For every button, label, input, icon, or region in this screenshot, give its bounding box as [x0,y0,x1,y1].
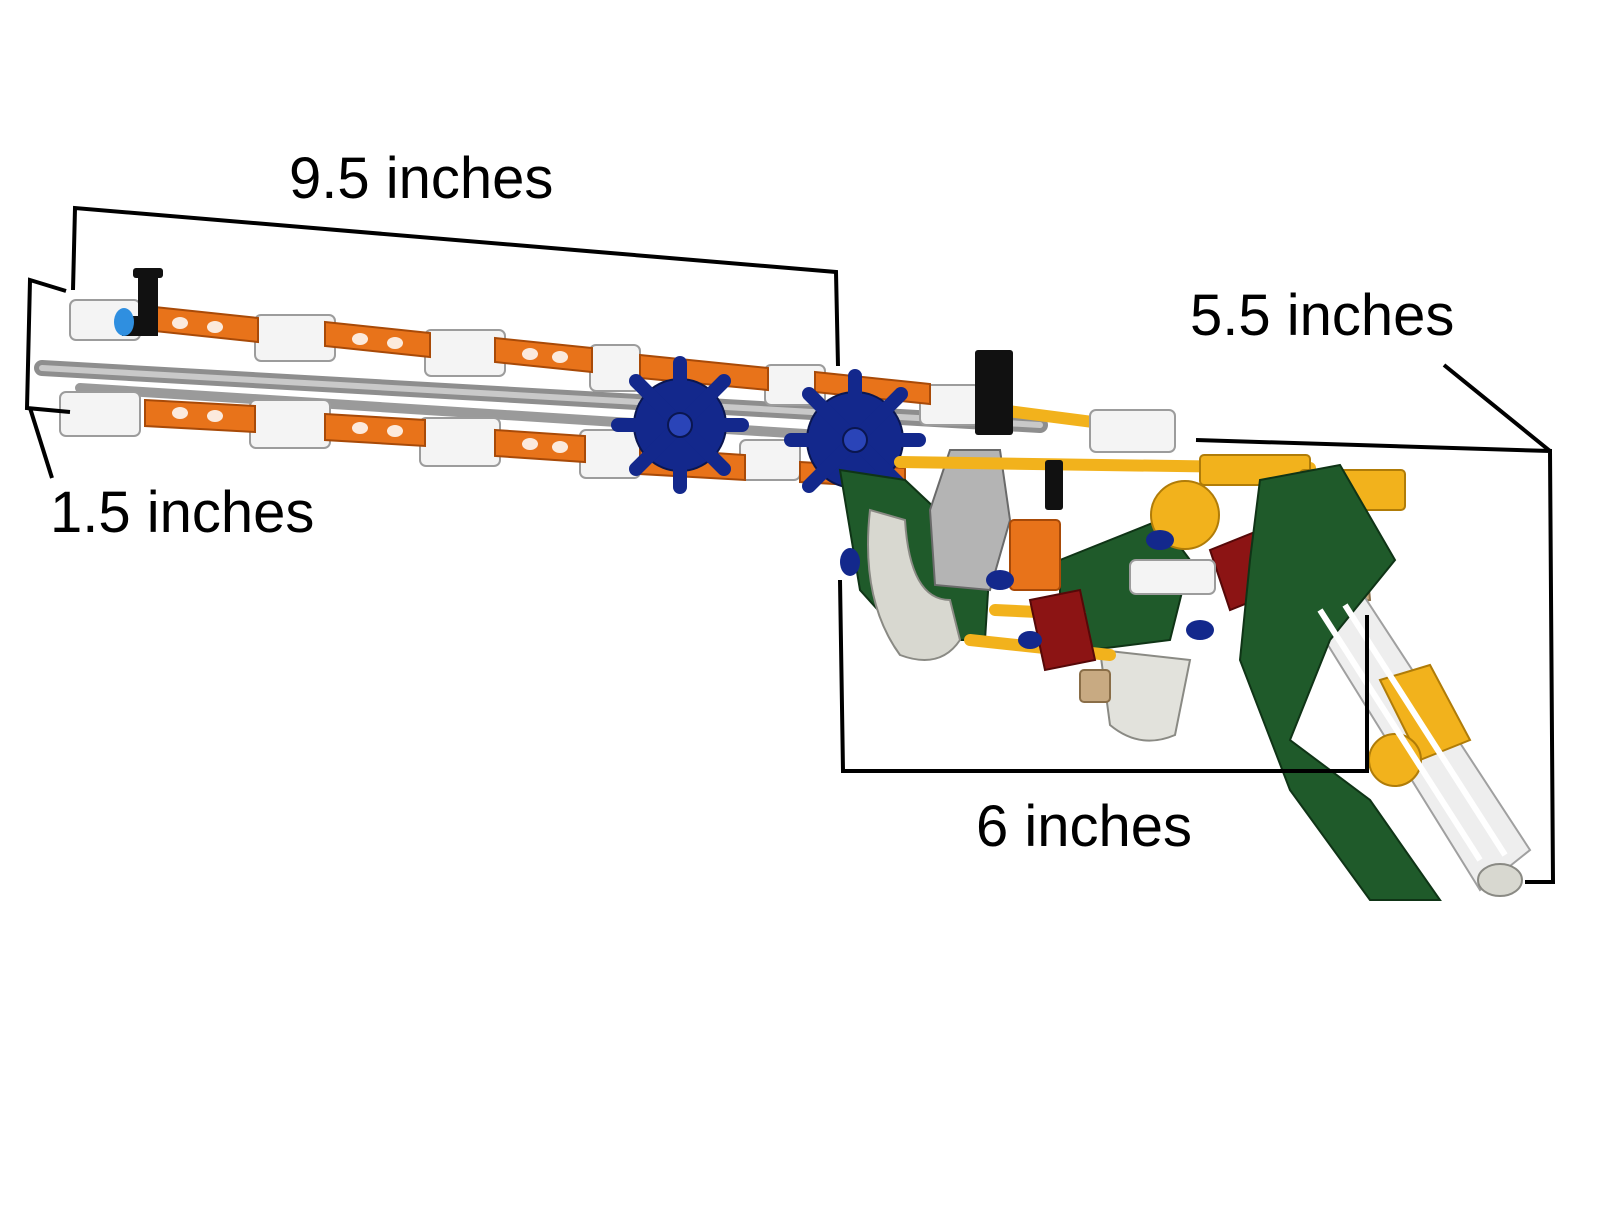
navy-wheel-connectors [611,356,926,511]
front-sight [114,268,163,336]
dim-barrel-height-leader [28,407,54,479]
orange-receiver-block [1009,519,1061,591]
grip-white-stripes [1317,603,1508,862]
label-barrel-height: 1.5 inches [50,480,315,545]
grip-green-panel [1238,463,1442,901]
dim-overall-height-leader [1442,363,1552,453]
dim-overall-height-line [1195,438,1556,884]
dim-barrel-height-line [24,277,71,414]
grey-lower-link [1098,648,1192,742]
tan-piece [1079,669,1111,703]
white-connectors-lower [59,391,801,481]
dimension-lines [24,205,1556,884]
dim-barrel-length-line [71,205,840,367]
grip [1238,463,1532,901]
white-connectors-body [1089,409,1216,595]
grey-hammer [928,449,1012,592]
rear-sight [975,350,1063,510]
label-grip-length: 6 inches [976,794,1193,859]
grip-yellow-panel [1378,663,1472,762]
grip-butt-cap [1477,863,1523,897]
dim-grip-length-line [838,579,1369,773]
label-overall-height: 5.5 inches [1190,283,1455,348]
grey-trigger-guard-link [867,508,962,661]
orange-rod-holes [172,317,568,453]
blue-plugs [840,530,1214,649]
label-barrel-length: 9.5 inches [289,146,554,211]
